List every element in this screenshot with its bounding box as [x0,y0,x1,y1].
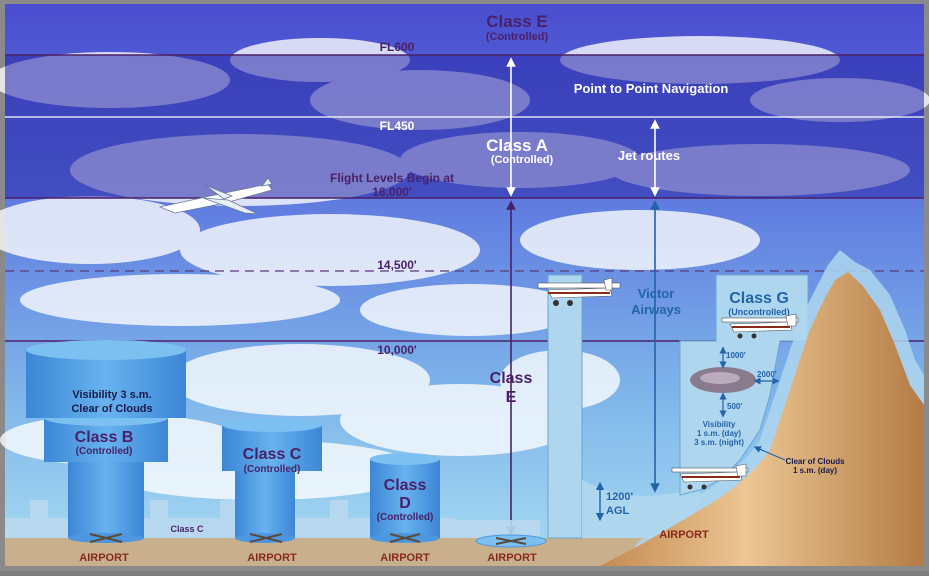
flight-levels-note-line1: Flight Levels Begin at [330,171,454,185]
class-g-visibility-line2: 1 s.m. (day) [697,429,741,438]
airport-label-g: AIRPORT [659,529,709,541]
victor-airway-column [547,274,583,539]
jet-aircraft-icon [158,177,273,215]
class-b-subtitle: (Controlled) [76,446,133,457]
clear-of-clouds-line2: 1 s.m. (day) [793,466,837,475]
class-e-mid-line2: E [506,389,517,406]
cloud-above-label: 1000' [726,351,746,360]
mountain [600,272,924,566]
class-b-visibility-line2: Clear of Clouds [71,403,152,415]
point-to-point-label: Point to Point Navigation [574,81,729,96]
victor-airways-line2: Airways [631,302,681,317]
jet-routes-label: Jet routes [618,148,680,163]
class-c-title: Class C [243,446,302,463]
ft14500-label: 14,500' [377,258,417,272]
class-d-subtitle: (Controlled) [377,512,434,523]
clear-of-clouds-arrow [753,446,786,461]
class-c-subtitle: (Controlled) [244,464,301,475]
class-g-title: Class G [729,290,789,307]
class-d-title-line2: D [399,495,411,512]
class-g-visibility-line3: 3 s.m. (night) [694,438,744,447]
cloud-photo-highlight [700,372,740,384]
class-a-title: Class A [486,136,548,155]
cloud-below-label: 500' [727,402,742,411]
small-plane-icon-1 [537,277,621,306]
fl600-label: FL600 [380,40,415,54]
ft10000-label: 10,000' [377,343,417,357]
class-g-visibility-line1: Visibility [703,420,736,429]
top-class-e-subtitle: (Controlled) [486,31,549,43]
flight-levels-note-line2: 18,000' [372,185,412,199]
class-d-title-line1: Class [384,477,427,494]
agl-line2: AGL [606,505,630,517]
airport-label-e: AIRPORT [487,552,537,564]
airport-label-c: AIRPORT [247,552,297,564]
class-a-subtitle: (Controlled) [491,154,554,166]
class-b-title: Class B [75,429,134,446]
fl450-label: FL450 [380,119,415,133]
agl-line1: 1200' [606,491,633,503]
class-c-small-label: Class C [170,524,204,534]
airport-label-d: AIRPORT [380,552,430,564]
top-class-e-title: Class E [486,12,547,31]
class-b-cylinder [26,340,186,543]
victor-airways-line1: Victor [638,286,675,301]
small-plane-icon-2 [721,313,799,339]
class-e-mid-line1: Class [490,370,533,387]
class-b-visibility-line1: Visibility 3 s.m. [72,389,151,401]
clear-of-clouds-line1: Clear of Clouds [785,457,845,466]
small-plane-icon-3 [671,463,749,490]
airport-label-b: AIRPORT [79,552,129,564]
class-c-cylinder [222,418,322,543]
class-a-band [5,55,924,198]
cloud-side-label: 2000' [757,370,777,379]
class-g-subtitle: (Uncontrolled) [728,307,790,317]
